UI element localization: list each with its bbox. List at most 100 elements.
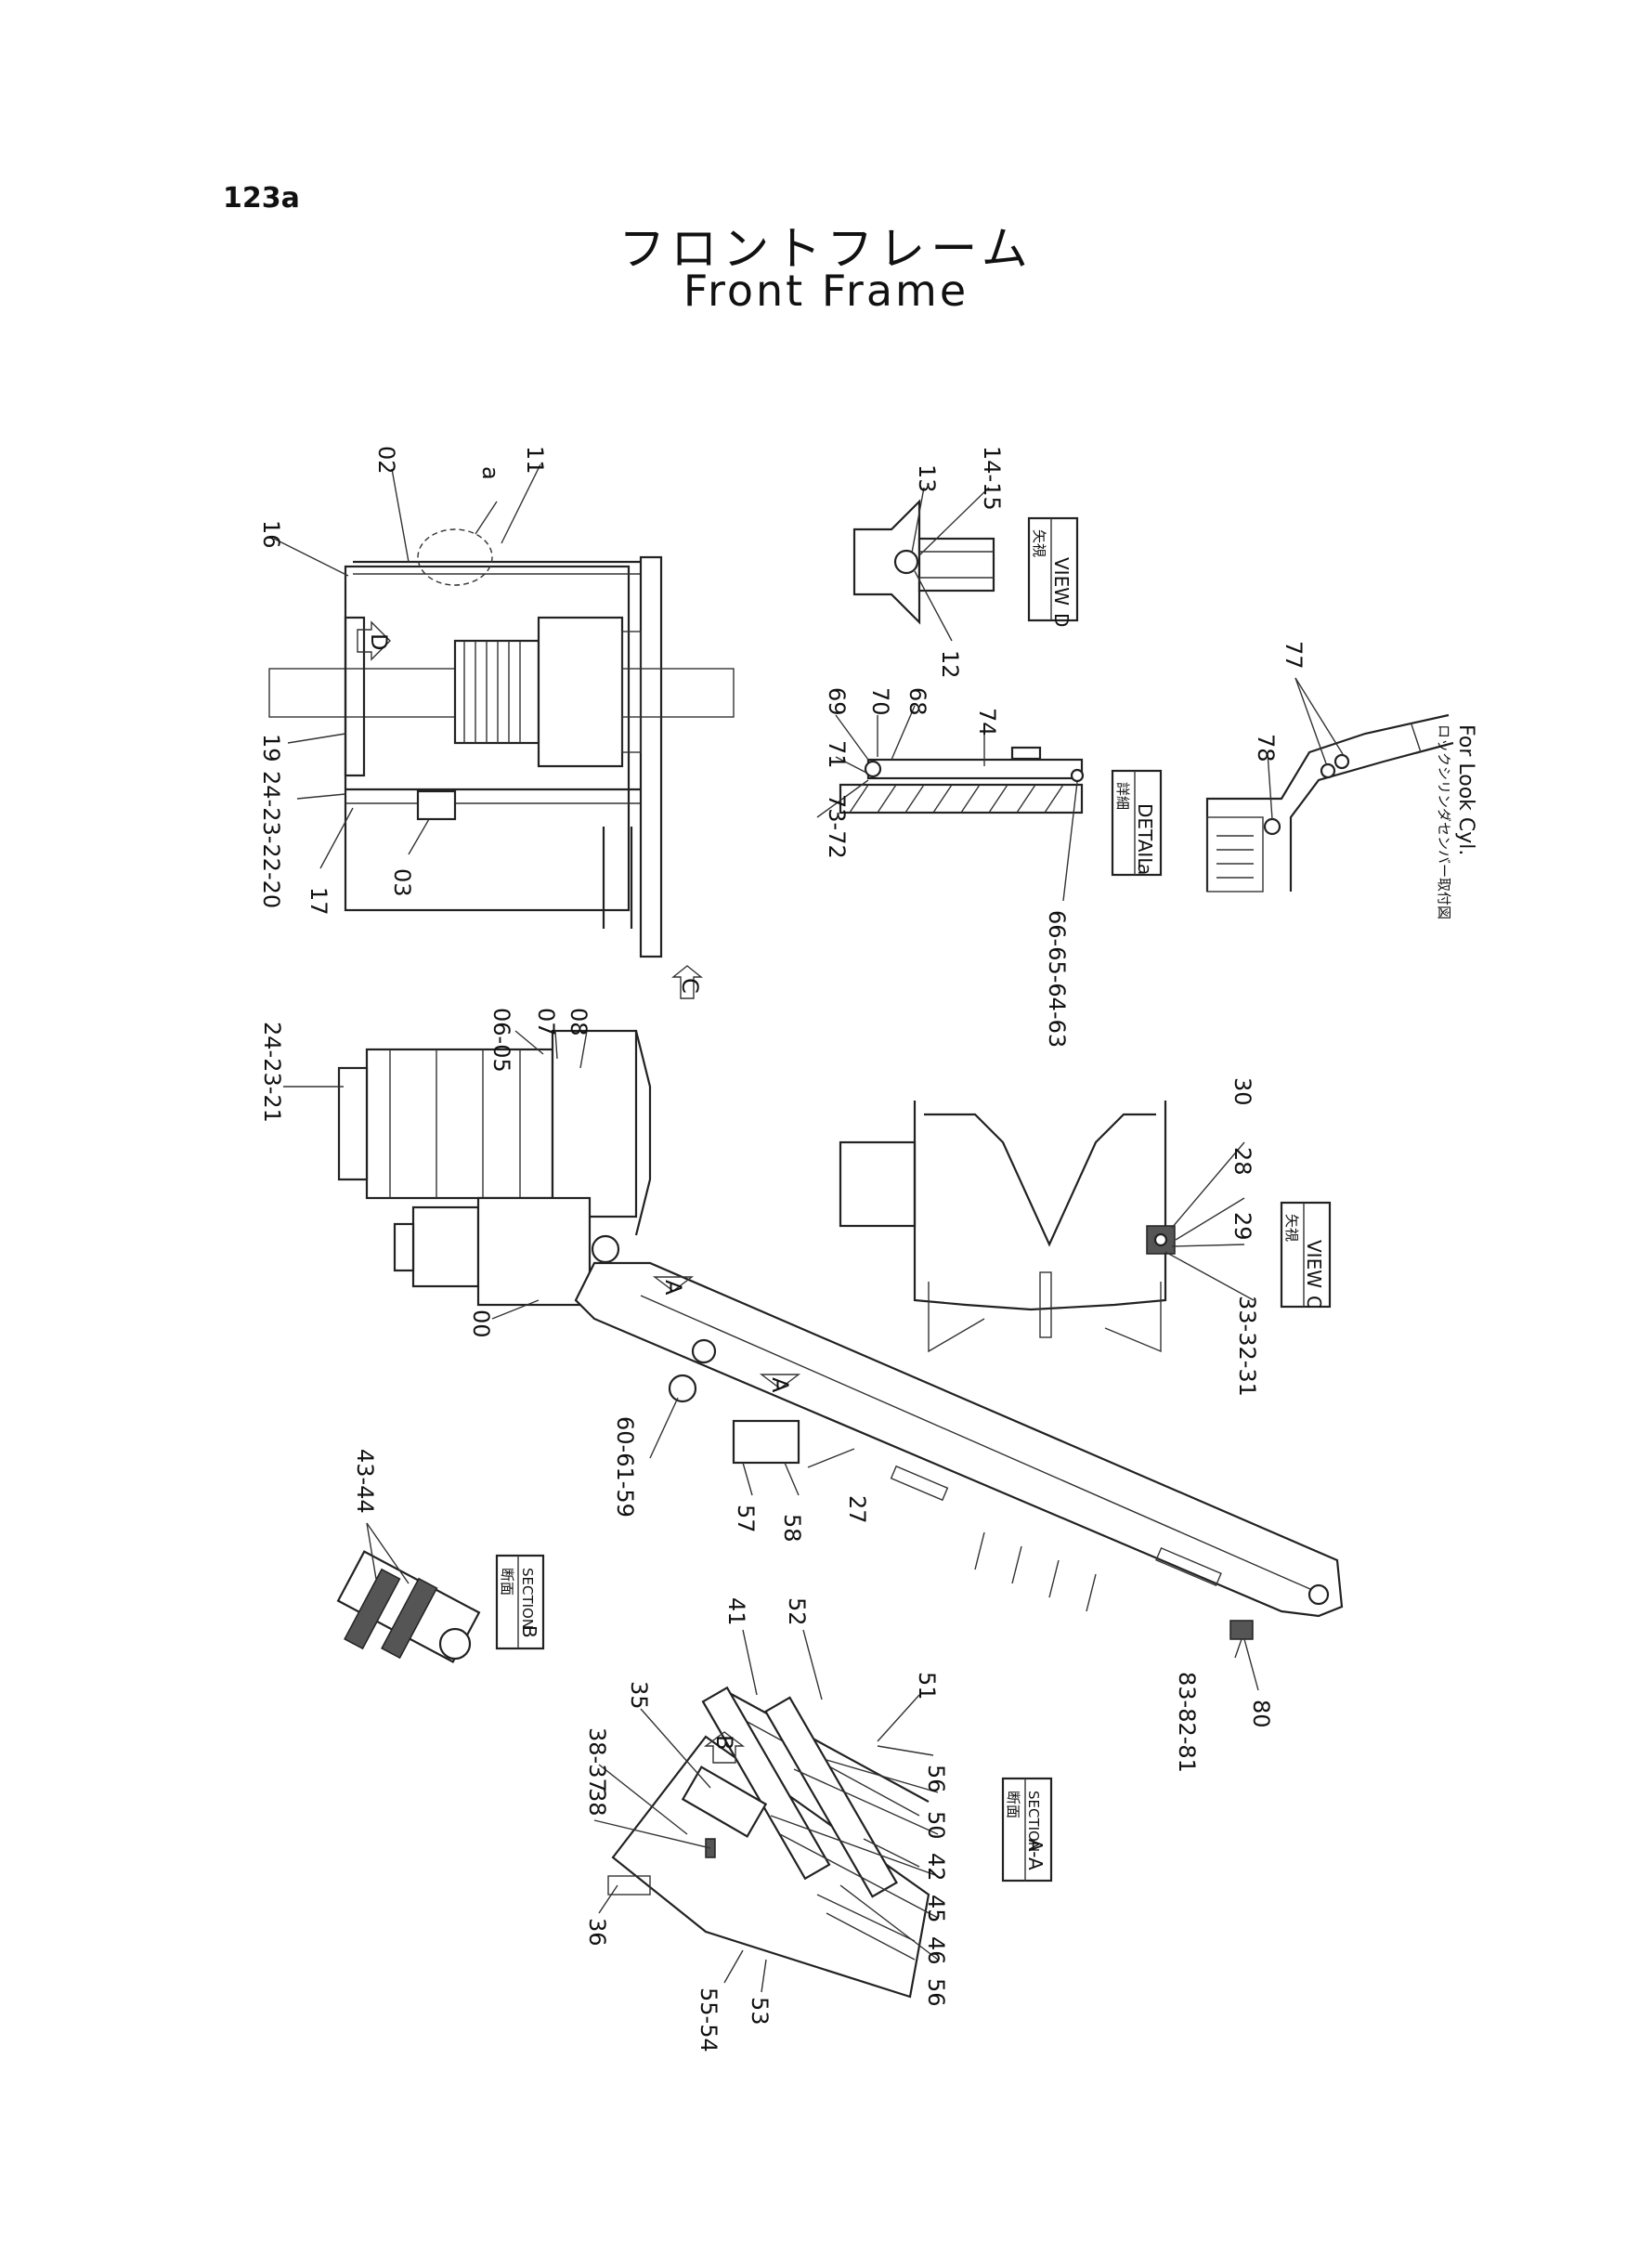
lock-cylinder-leaders — [1267, 677, 1344, 820]
section-aa-tag: 断面 SECTION A-A — [1001, 1777, 1053, 1883]
callout-label: 19 — [258, 734, 284, 762]
callout-label: 43-44 — [352, 1449, 378, 1514]
view-d-callouts: 13 14-15 12 — [914, 446, 1005, 679]
callout-label: D — [366, 633, 392, 650]
callout-label: 68 — [904, 687, 930, 716]
section-b-tag: 断面 SECTION B — [495, 1554, 545, 1650]
lock-cylinder-drawing — [1205, 713, 1454, 892]
svg-text:a: a — [1134, 864, 1156, 875]
svg-text:SECTION: SECTION — [519, 1568, 536, 1629]
svg-text:ロックシリンダセンバー取付図: ロックシリンダセンバー取付図 — [1436, 724, 1452, 919]
main-frame-callouts: 24-23-21 06-05 07 08 00 60-61-59 57 58 2… — [259, 978, 1274, 1773]
callout-label: 58 — [779, 1514, 805, 1543]
callout-label: 78 — [1253, 734, 1279, 762]
callout-label: 66-65-64-63 — [1044, 910, 1070, 1048]
svg-text:断面: 断面 — [1005, 1791, 1021, 1818]
callout-label: B — [711, 1735, 737, 1750]
callout-label: 46 — [923, 1936, 949, 1965]
callout-label: 24-23-22-20 — [258, 771, 284, 908]
callout-label: 56 — [923, 1765, 949, 1793]
page-title: Front Frame — [683, 266, 969, 316]
callout-label: 17 — [306, 887, 332, 916]
callout-label: 41 — [723, 1597, 749, 1626]
view-c-drawing — [839, 1101, 1176, 1353]
main-frame-drawing — [337, 965, 1344, 1640]
callout-label: 02 — [373, 446, 399, 475]
callout-label: 53 — [747, 1997, 773, 2026]
callout-label: 08 — [566, 1008, 592, 1036]
callout-label: 51 — [914, 1672, 940, 1700]
callout-label: 38 — [584, 1788, 610, 1817]
callout-label: 45 — [923, 1895, 949, 1923]
detail-a-tag: 詳細 DETAIL a — [1111, 769, 1163, 877]
callout-label: 60-61-59 — [612, 1416, 638, 1518]
svg-text:A-A: A-A — [1024, 1839, 1047, 1870]
main-frame-leaders — [283, 1030, 1259, 1691]
section-b-leaders — [366, 1522, 410, 1584]
callout-label: 12 — [937, 650, 963, 679]
detail-a-callouts: 69 70 68 74 71 73-72 66-65-64-63 — [824, 687, 1070, 1048]
callout-label: 29 — [1229, 1212, 1255, 1241]
callout-label: 50 — [923, 1811, 949, 1840]
callout-label: 06-05 — [488, 1008, 514, 1073]
section-aa-drawing — [607, 1686, 930, 1999]
callout-label: 24-23-21 — [259, 1022, 285, 1123]
top-left-assembly — [268, 528, 735, 958]
callout-label: 74 — [974, 708, 1000, 736]
section-aa-leaders — [593, 1629, 939, 1993]
callout-label: 07 — [533, 1008, 559, 1036]
callout-label: 70 — [867, 687, 893, 716]
detail-a-drawing — [839, 746, 1085, 814]
callout-label: 42 — [923, 1853, 949, 1882]
view-d-leaders — [911, 487, 990, 642]
svg-text:SECTION: SECTION — [1025, 1791, 1042, 1852]
callout-label: 80 — [1248, 1700, 1274, 1728]
callout-label: 03 — [389, 868, 415, 897]
callout-label: 71 — [824, 740, 850, 769]
callout-label: 11 — [522, 446, 548, 475]
svg-text:D: D — [1050, 613, 1073, 627]
top-left-callouts: 02 a 11 16 19 24-23-22-20 17 03 D — [258, 446, 548, 916]
svg-text:矢視: 矢視 — [1031, 529, 1047, 557]
top-left-leaders — [273, 463, 541, 869]
section-b-drawing — [336, 1550, 481, 1663]
callout-label: 69 — [824, 687, 850, 716]
svg-text:DETAIL: DETAIL — [1134, 803, 1156, 868]
callout-label: A — [767, 1377, 793, 1393]
callout-label: 14-15 — [979, 446, 1005, 511]
callout-label: 77 — [1281, 641, 1307, 670]
page-number: 123a — [223, 182, 300, 215]
svg-text:For Look Cyl.: For Look Cyl. — [1454, 724, 1477, 855]
callout-label: 52 — [784, 1597, 810, 1626]
svg-text:断面: 断面 — [499, 1568, 515, 1596]
svg-text:詳細: 詳細 — [1114, 782, 1131, 810]
callout-label: A — [660, 1280, 686, 1296]
detail-a-leaders — [816, 705, 1078, 902]
svg-text:VIEW: VIEW — [1050, 557, 1073, 606]
svg-text:B: B — [518, 1625, 540, 1638]
view-d-tag: 矢視 VIEW D — [1027, 516, 1079, 627]
view-c-tag: 矢視 VIEW C — [1280, 1201, 1332, 1309]
svg-text:C: C — [1303, 1296, 1325, 1309]
lock-cylinder-callouts: 77 78 — [1253, 641, 1307, 762]
section-b-callouts: 43-44 — [352, 1449, 378, 1514]
callout-label: 13 — [914, 464, 940, 493]
callout-label: 36 — [584, 1918, 610, 1947]
svg-text:矢視: 矢視 — [1283, 1214, 1300, 1242]
callout-label: 33-32-31 — [1234, 1296, 1260, 1397]
callout-label: 28 — [1229, 1147, 1255, 1176]
callout-label: C — [677, 978, 703, 994]
callout-label: a — [477, 466, 503, 480]
view-c-callouts: 30 28 29 33-32-31 — [1229, 1077, 1260, 1397]
callout-label: 57 — [733, 1505, 759, 1533]
view-c-leaders — [1164, 1141, 1255, 1301]
svg-text:VIEW: VIEW — [1303, 1240, 1325, 1288]
section-aa-callouts: 41 52 51 56 50 42 45 46 56 35 38-37 38 3… — [584, 1597, 949, 2052]
callout-label: 35 — [626, 1681, 652, 1710]
page-title-japanese: フロントフレーム — [618, 222, 1034, 276]
lock-cylinder-note: ロックシリンダセンバー取付図 For Look Cyl. — [1436, 724, 1477, 919]
callout-label: 30 — [1229, 1077, 1255, 1106]
callout-label: 56 — [923, 1978, 949, 2007]
view-d-drawing — [852, 499, 995, 625]
